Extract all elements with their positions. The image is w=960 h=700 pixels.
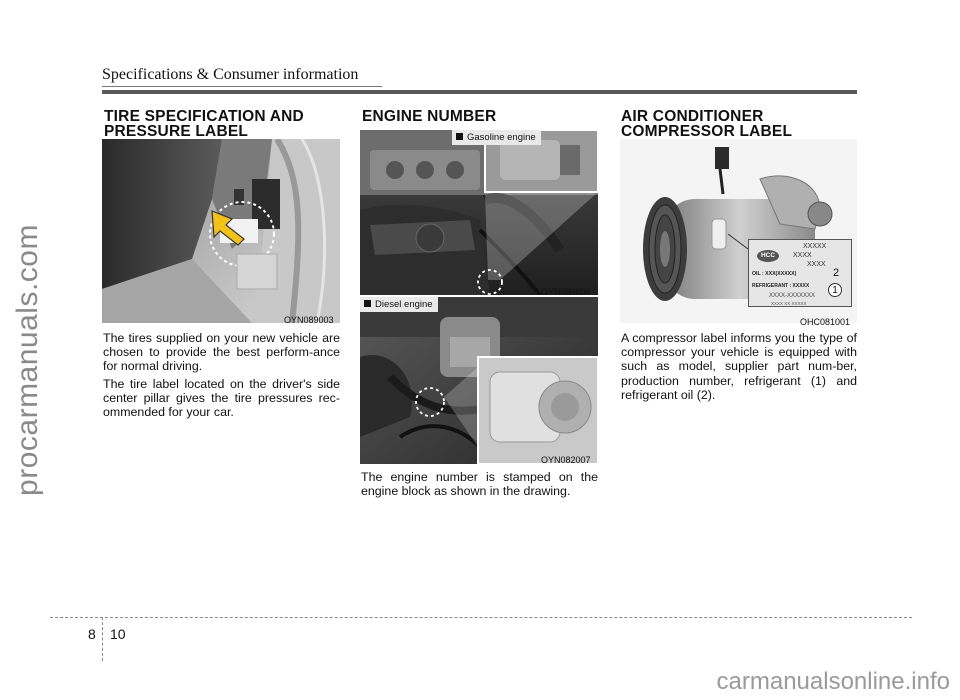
gasoline-photo-code: OYN089006 [541,287,591,297]
gasoline-engine-photo: Gasoline engine [360,130,598,295]
diesel-engine-photo: Diesel engine [360,297,598,464]
gasoline-engine-illustration [360,130,598,295]
square-bullet-icon [456,133,463,140]
engine-section-heading: ENGINE NUMBER [362,108,497,125]
ac-body-text: A compressor label informs you the type … [621,331,857,405]
compressor-illustration [620,139,857,323]
bottom-watermark: carmanualsonline.info [716,668,950,695]
ac-heading-line1: AIR CONDITIONER [621,108,764,125]
door-pillar-illustration [102,139,340,323]
ac-paragraph: A compressor label informs you the type … [621,331,857,402]
label-part-text: XXXX-XXXXXXX [769,293,816,299]
header-rule [102,90,857,94]
side-watermark-text: procarmanuals.com [11,224,44,496]
header-rule-thin [102,86,382,87]
tire-paragraph-1: The tires supplied on your new vehicle a… [103,331,340,374]
square-bullet-icon [364,300,371,307]
tire-heading-line2: PRESSURE LABEL [104,123,249,140]
label-line-3: XXXX [807,261,826,268]
ac-heading-line2: COMPRESSOR LABEL [621,123,793,140]
diesel-tag-text: Diesel engine [375,299,433,310]
engine-paragraph: The engine number is stamped on the engi… [361,470,598,499]
footer-divider [102,617,103,661]
chapter-number: 8 [88,626,96,642]
diesel-photo-code: OYN082007 [541,455,591,465]
engine-body-text: The engine number is stamped on the engi… [361,470,598,501]
diesel-engine-tag: Diesel engine [360,297,438,312]
hcc-logo: HCC [757,250,779,262]
tire-label-photo [102,139,340,323]
ac-section-heading: AIR CONDITIONER COMPRESSOR LABEL [621,108,793,140]
callout-1: 1 [828,283,842,297]
compressor-photo: HCC XXXXX XXXX XXXX OIL : XXX(XXXXX) 2 R… [620,139,857,323]
tire-section-heading: TIRE SPECIFICATION AND PRESSURE LABEL [104,108,304,140]
page-header-title: Specifications & Consumer information [102,66,359,83]
label-refrigerant-text: REFRIGERANT : XXXXX [752,283,810,289]
diesel-engine-illustration [360,297,598,464]
label-oil-text: OIL : XXX(XXXXX) [752,271,797,277]
tire-heading-line1: TIRE SPECIFICATION AND [104,108,304,125]
label-line-2: XXXX [793,252,812,259]
gasoline-engine-tag: Gasoline engine [452,130,541,145]
tire-photo-code: OYN089003 [284,315,334,325]
page-number: 10 [110,626,126,642]
tire-body-text: The tires supplied on your new vehicle a… [103,331,340,422]
tire-paragraph-2: The tire label located on the driver's s… [103,376,340,420]
footer-rule [50,617,912,618]
label-small-text: XXXX XX XXXXX [771,301,807,306]
ac-photo-code: OHC081001 [800,317,851,327]
gasoline-tag-text: Gasoline engine [467,132,536,143]
label-line-1: XXXXX [803,243,827,250]
callout-2: 2 [833,267,840,279]
pointer-arrow-icon [211,210,245,246]
